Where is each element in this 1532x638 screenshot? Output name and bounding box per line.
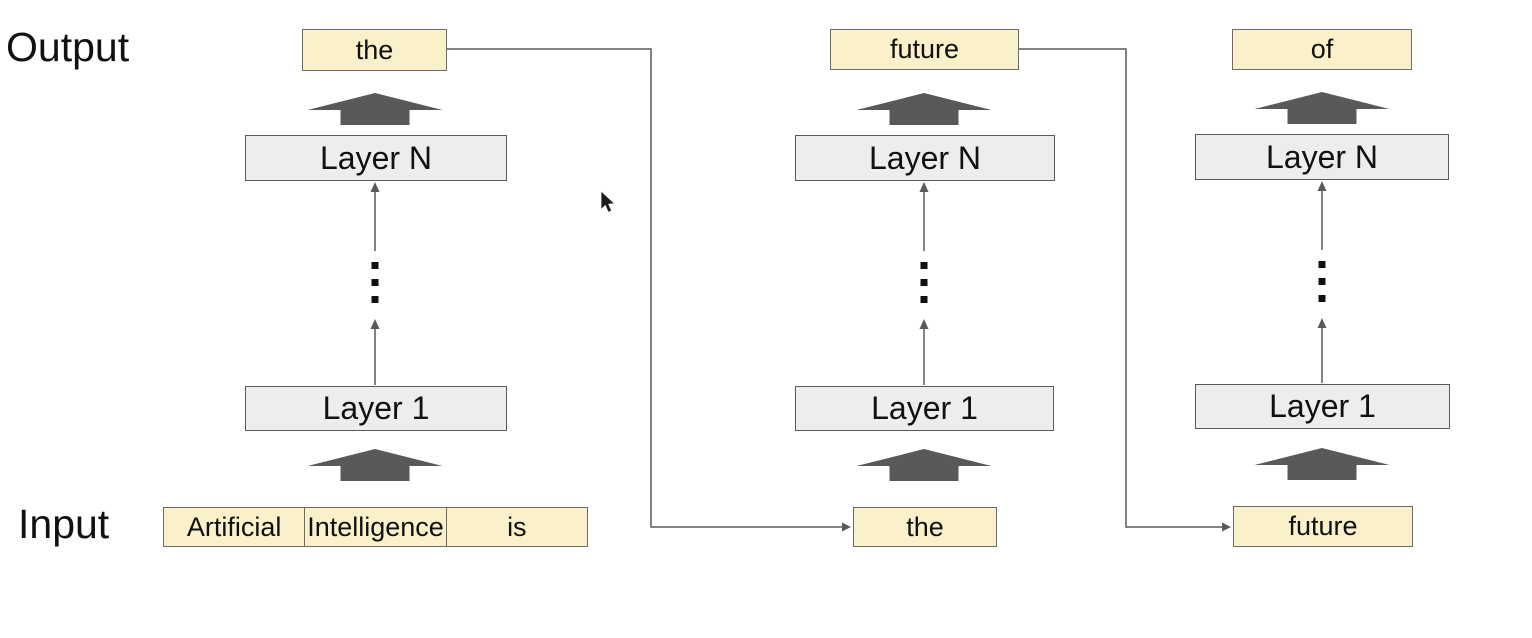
input-token-col2: the <box>853 507 997 547</box>
layer-n-box-col3: Layer N <box>1195 134 1449 180</box>
ellipsis-dots-icon <box>920 262 928 303</box>
layer-n-box-col1: Layer N <box>245 135 507 181</box>
arrowhead-icon <box>919 182 929 192</box>
block-up-arrow-icon <box>307 449 443 481</box>
output-token-col3: of <box>1232 29 1412 70</box>
layer-1-box-col3: Layer 1 <box>1195 384 1450 429</box>
block-up-arrow-icon <box>1254 92 1390 124</box>
block-up-arrow-icon <box>307 93 443 125</box>
block-up-arrow-icon <box>856 93 992 125</box>
input-label: Input <box>18 501 110 547</box>
block-up-arrow-icon <box>1254 448 1390 480</box>
input-token-is: is <box>445 508 587 546</box>
mouse-cursor-icon <box>600 190 616 213</box>
arrowhead-icon <box>1222 522 1231 532</box>
arrowhead-icon <box>370 319 380 329</box>
layer-n-box-col2: Layer N <box>795 135 1055 181</box>
arrowhead-icon <box>919 319 929 329</box>
ellipsis-dots-icon <box>1318 261 1326 302</box>
ellipsis-dots-icon <box>371 262 379 303</box>
output-label: Output <box>6 24 130 70</box>
block-up-arrow-icon <box>856 449 992 481</box>
arrowhead-icon <box>1317 318 1327 328</box>
input-token-col3: future <box>1233 506 1413 547</box>
input-token-artificial: Artificial <box>186 511 282 542</box>
input-token-row-col1: Artificial Intelligence is <box>163 507 588 547</box>
layer-1-box-col1: Layer 1 <box>245 386 507 431</box>
output-token-col2: future <box>830 29 1019 70</box>
arrowhead-icon <box>1317 181 1327 191</box>
connector-output-the-to-input <box>447 48 842 528</box>
layer-1-box-col2: Layer 1 <box>795 386 1054 431</box>
arrowhead-icon <box>842 522 851 532</box>
input-token-intelligence: Intelligence <box>304 508 445 546</box>
arrowhead-icon <box>370 182 380 192</box>
output-token-col1: the <box>302 29 447 71</box>
connector-output-future-to-input <box>1019 48 1222 528</box>
